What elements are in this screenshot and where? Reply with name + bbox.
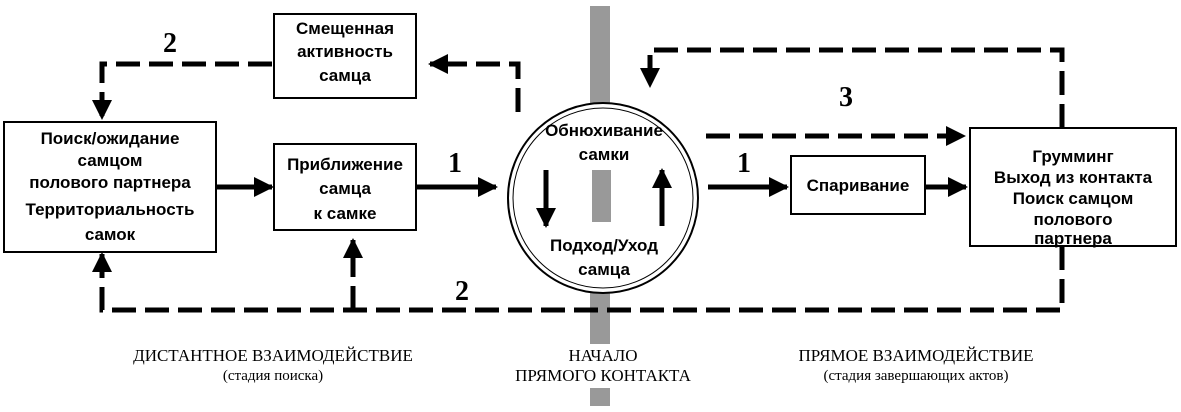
approach-text: Приближение самца к самке — [287, 155, 403, 223]
displaced-activity-box — [273, 13, 417, 99]
grooming-line: Поиск самцом — [1013, 189, 1134, 208]
search-line: полового партнера — [29, 173, 191, 192]
circle-bottom-line: самца — [578, 260, 630, 279]
grooming-text: Грумминг Выход из контакта Поиск самцом … — [994, 147, 1153, 248]
grooming-to-search-arrow — [92, 246, 1065, 313]
displaced-text: Смещенная активность самца — [296, 19, 394, 85]
edge-label-3: 3 — [839, 82, 853, 113]
contact-circle — [512, 107, 694, 289]
displaced-to-search-arrow — [92, 61, 272, 120]
edge-label-1-right: 1 — [737, 148, 751, 179]
search-line: самок — [85, 225, 136, 244]
circle-to-displaced-arrow — [428, 54, 521, 112]
grooming-to-circle-arrow — [640, 47, 1065, 128]
grooming-box — [969, 127, 1177, 247]
grooming-line: партнера — [1034, 229, 1112, 248]
approach-line: к самке — [314, 204, 377, 223]
displaced-line: активность — [297, 42, 393, 61]
approach-line: самца — [319, 179, 371, 198]
approach-line: Приближение — [287, 155, 403, 174]
mating-box — [790, 155, 926, 215]
edge-label-2-top: 2 — [163, 28, 177, 59]
circle-bottom-line: Подход/Уход — [550, 236, 658, 255]
displaced-line: самца — [319, 66, 371, 85]
grooming-line: Грумминг — [1032, 147, 1113, 166]
distant-stage-subtitle: (стадия поиска) — [223, 368, 323, 384]
displaced-line: Смещенная — [296, 19, 394, 38]
search-line: Поиск/ожидание — [41, 129, 180, 148]
search-line: Территориальность — [26, 200, 195, 219]
distant-stage-title: ДИСТАНТНОЕ ВЗАИМОДЕЙСТВИЕ — [133, 346, 413, 365]
direct-stage-title: ПРЯМОЕ ВЗАИМОДЕЙСТВИЕ — [799, 346, 1034, 365]
search-text: Поиск/ожидание самцом полового партнера … — [26, 129, 195, 244]
contact-start-line1: НАЧАЛО — [568, 346, 637, 365]
circle-top-line: самки — [579, 145, 630, 164]
circle-text: Обнюхивание самки Подход/Уход самца — [545, 121, 663, 279]
contact-start-line2: ПРЯМОГО КОНТАКТА — [515, 366, 691, 385]
grooming-line: полового — [1033, 210, 1112, 229]
mating-label: Спаривание — [807, 176, 910, 195]
circle-top-line: Обнюхивание — [545, 121, 663, 140]
search-line: самцом — [78, 151, 143, 170]
edge-label-1-left: 1 — [448, 148, 462, 179]
edge-label-2-bottom: 2 — [455, 276, 469, 307]
grooming-line: Выход из контакта — [994, 168, 1153, 187]
approach-box — [273, 143, 417, 231]
direct-stage-subtitle: (стадия завершающих актов) — [823, 368, 1008, 384]
